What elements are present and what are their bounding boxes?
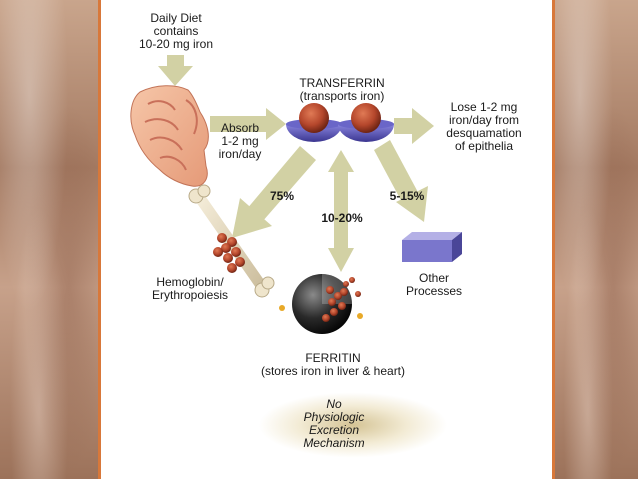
- ferritin-sphere-icon: [279, 274, 363, 334]
- lose-line-2: iron/day from: [448, 113, 520, 127]
- excretion-label: No Physiologic Excretion Mechanism: [286, 398, 382, 450]
- ferritin-subtitle: (stores iron in liver & heart): [260, 364, 406, 378]
- excretion-glow: [258, 392, 448, 458]
- excretion-line-3: Excretion: [308, 423, 360, 437]
- intestine-icon: [130, 85, 209, 187]
- arrow-absorb: [210, 108, 286, 140]
- arrow-to-other: [374, 140, 428, 222]
- hemoglobin-iron-cluster: [213, 233, 245, 273]
- excretion-line-4: Mechanism: [303, 436, 365, 450]
- absorb-label: Absorb 1-2 mg iron/day: [212, 122, 268, 161]
- diet-line-3: 10-20 mg iron: [138, 37, 214, 51]
- absorb-line-3: iron/day: [218, 147, 262, 161]
- excretion-line-1: No: [326, 397, 342, 411]
- other-processes-box-icon: [402, 232, 462, 262]
- hemoglobin-line-1: Hemoglobin/: [156, 275, 224, 289]
- transferrin-title: TRANSFERRIN: [299, 76, 385, 90]
- arrow-diet-to-intestine: [158, 55, 193, 86]
- background-texture-right: [555, 0, 638, 479]
- excretion-line-2: Physiologic: [303, 410, 365, 424]
- lose-line-3: desquamation: [446, 126, 522, 140]
- other-line-2: Processes: [405, 284, 463, 298]
- absorb-line-2: 1-2 mg: [221, 134, 259, 148]
- background-texture-left: [0, 0, 98, 479]
- diet-line-1: Daily Diet: [150, 11, 202, 25]
- arrow-lose: [394, 108, 434, 144]
- absorb-line-1: Absorb: [220, 121, 260, 135]
- lose-label: Lose 1-2 mg iron/day from desquamation o…: [434, 101, 534, 153]
- diet-label: Daily Diet contains 10-20 mg iron: [136, 12, 216, 51]
- transferrin-label: TRANSFERRIN (transports iron): [290, 77, 394, 103]
- lose-line-4: of epithelia: [454, 139, 514, 153]
- arrow-to-hemoglobin: [232, 146, 316, 238]
- hemoglobin-percent: 75%: [269, 189, 295, 203]
- ferritin-percent: 10-20%: [321, 211, 363, 225]
- other-percent: 5-15%: [389, 189, 425, 203]
- hemoglobin-line-2: Erythropoiesis: [151, 288, 229, 302]
- transferrin-molecule: [286, 103, 394, 142]
- ferritin-title: FERRITIN: [305, 351, 361, 365]
- ferritin-label: FERRITIN (stores iron in liver & heart): [240, 352, 426, 378]
- transferrin-subtitle: (transports iron): [299, 89, 385, 103]
- arrow-to-ferritin: [328, 150, 354, 272]
- diet-line-2: contains: [153, 24, 199, 38]
- other-processes-label: Other Processes: [396, 272, 472, 298]
- other-line-1: Other: [418, 271, 449, 285]
- lose-line-1: Lose 1-2 mg: [450, 100, 518, 114]
- hemoglobin-label: Hemoglobin/ Erythropoiesis: [138, 276, 242, 302]
